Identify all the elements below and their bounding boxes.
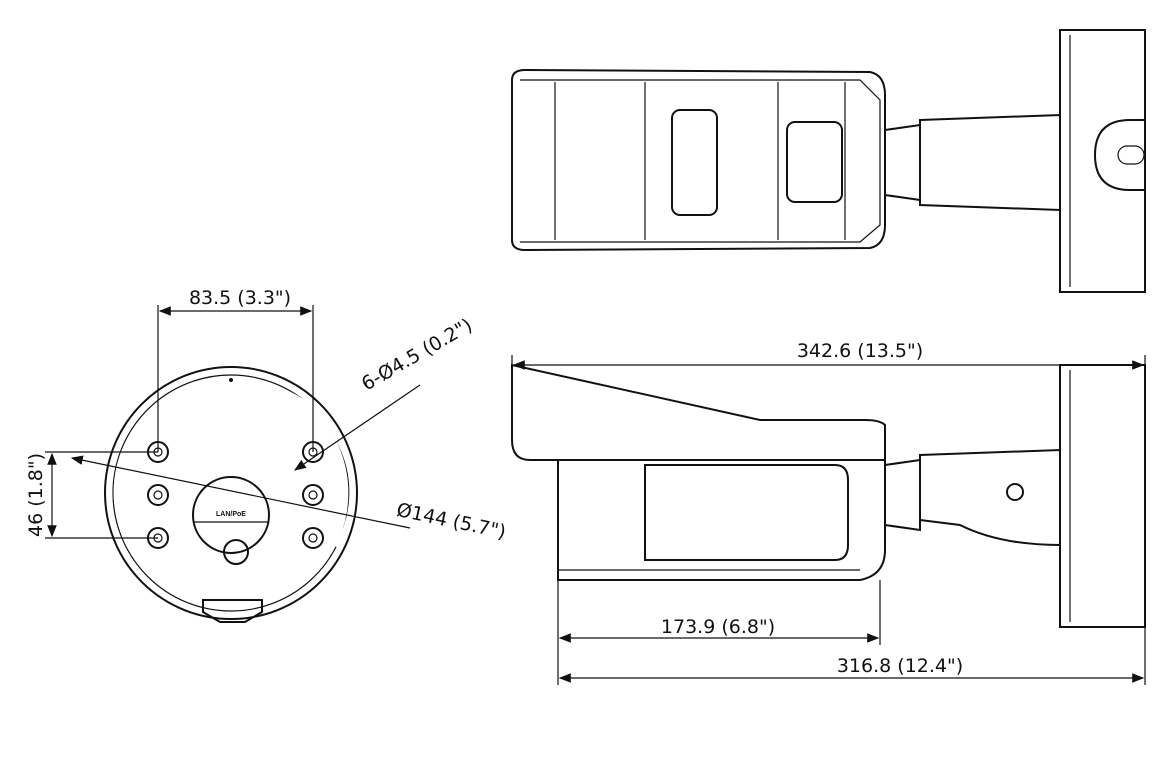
- camera-top-view: [511, 29, 1146, 293]
- dim-housing-length: 173.9 (6.8"): [661, 616, 775, 638]
- dim-base-diameter: Ø144 (5.7"): [395, 499, 508, 544]
- dim-hole-diameter: 6-Ø4.5 (0.2"): [358, 314, 476, 395]
- mount-holes: [147, 441, 324, 549]
- base-bottom-view: LAN/PoE: [104, 366, 358, 623]
- base-port-label: LAN/PoE: [216, 511, 246, 518]
- camera-side-view: [511, 363, 1146, 628]
- dim-hole-spacing-height: 46 (1.8"): [25, 453, 47, 537]
- dim-hole-spacing-width: 83.5 (3.3"): [189, 287, 291, 309]
- dim-total-length: 342.6 (13.5"): [797, 340, 923, 362]
- dim-body-length: 316.8 (12.4"): [837, 655, 963, 677]
